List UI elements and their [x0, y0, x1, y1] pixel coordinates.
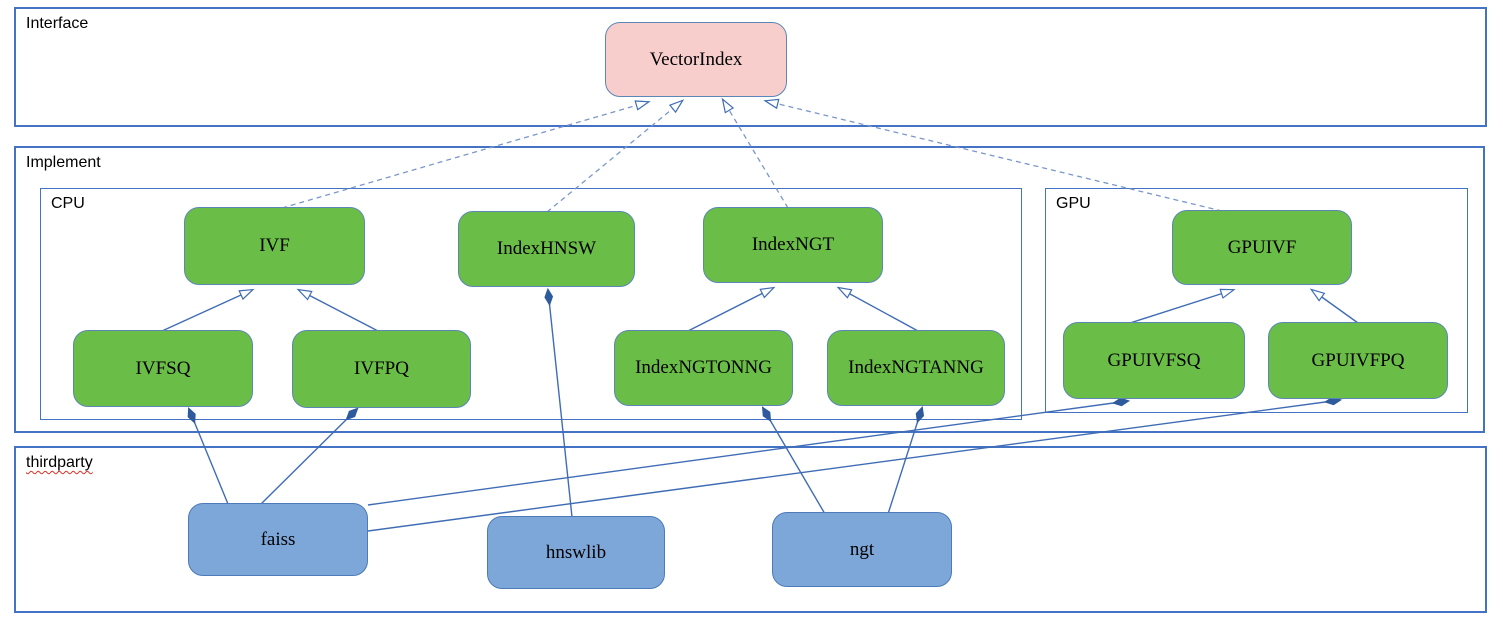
node-indexngtonng-label: IndexNGTONNG — [635, 357, 772, 378]
node-ivfsq-label: IVFSQ — [135, 357, 191, 379]
node-gpuivfsq: GPUIVFSQ — [1063, 322, 1245, 399]
node-faiss-label: faiss — [260, 528, 296, 550]
node-indexngtanng: IndexNGTANNG — [827, 330, 1005, 406]
node-indexhnsw: IndexHNSW — [458, 211, 635, 287]
node-gpuivfsq-label: GPUIVFSQ — [1107, 349, 1201, 371]
node-gpuivf-label: GPUIVF — [1227, 236, 1297, 258]
node-indexhnsw-label: IndexHNSW — [496, 238, 597, 259]
node-gpuivfpq-label: GPUIVFPQ — [1311, 349, 1405, 371]
node-faiss: faiss — [188, 503, 368, 576]
node-gpuivf: GPUIVF — [1172, 210, 1352, 285]
node-hnswlib: hnswlib — [487, 516, 665, 589]
node-ivfpq: IVFPQ — [292, 330, 471, 408]
section-cpu-label: CPU — [51, 195, 85, 212]
node-indexngt: IndexNGT — [703, 207, 883, 283]
node-indexngt-label: IndexNGT — [751, 234, 835, 255]
node-indexngtanng-label: IndexNGTANNG — [848, 357, 984, 378]
node-hnswlib-label: hnswlib — [545, 541, 607, 563]
section-implement-label: Implement — [26, 154, 101, 171]
node-vectorindex-label: VectorIndex — [649, 48, 743, 70]
node-vectorindex: VectorIndex — [605, 22, 787, 97]
section-gpu-label: GPU — [1056, 195, 1091, 212]
section-thirdparty-label: thirdparty — [26, 454, 93, 471]
node-ivf: IVF — [184, 207, 365, 285]
node-ngt: ngt — [772, 512, 952, 587]
node-ivf-label: IVF — [259, 235, 290, 256]
node-indexngtonng: IndexNGTONNG — [614, 330, 793, 406]
node-gpuivfpq: GPUIVFPQ — [1268, 322, 1448, 399]
node-ivfsq: IVFSQ — [73, 330, 253, 407]
node-ivfpq-label: IVFPQ — [354, 358, 409, 379]
section-interface-label: Interface — [26, 15, 89, 32]
node-ngt-label: ngt — [849, 538, 875, 560]
